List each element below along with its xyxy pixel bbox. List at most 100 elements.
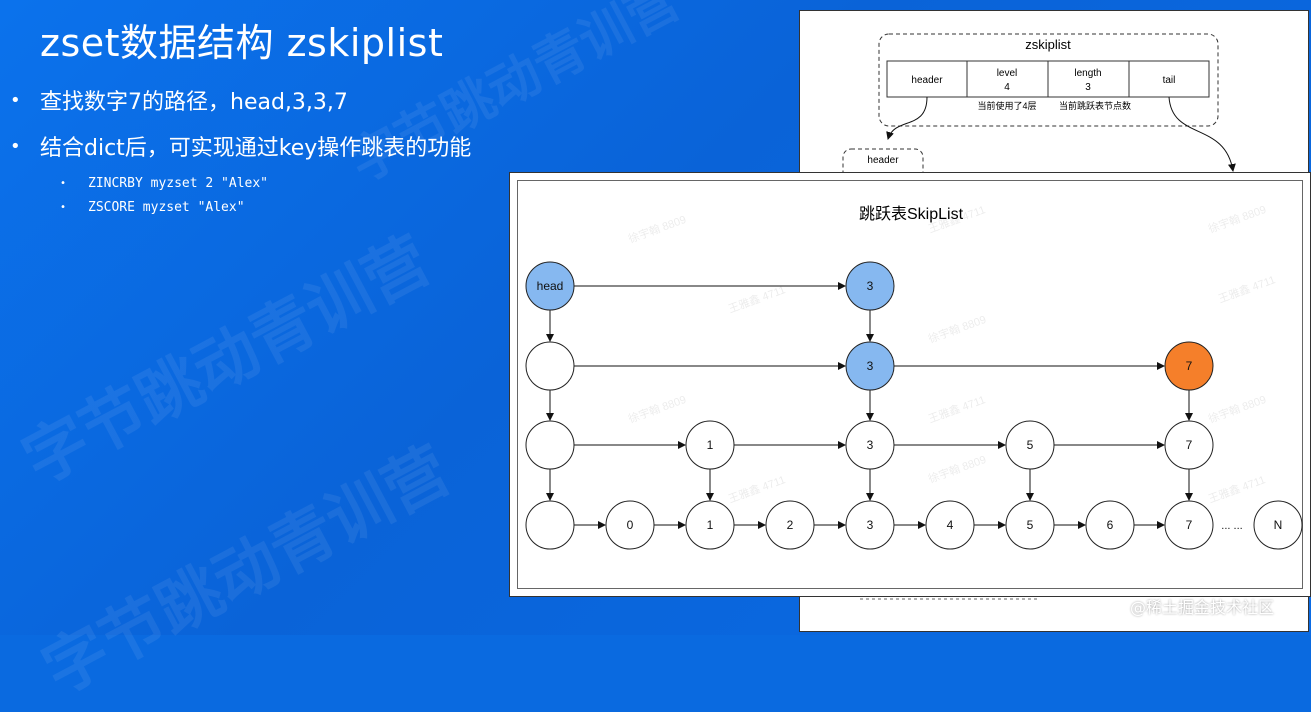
skiplist-node: head: [525, 261, 575, 311]
skiplist-node-circle: [685, 500, 735, 550]
bullet-item: • 查找数字7的路径，head,3,3,7: [10, 84, 471, 116]
tail-pointer: [1168, 96, 1236, 172]
bullet-dot-icon: •: [10, 135, 21, 157]
skiplist-node-label: 1: [707, 518, 714, 532]
field-length-value: 3: [1085, 82, 1091, 93]
skiplist-node: 7: [1164, 500, 1214, 550]
skiplist-node-circle: [1005, 500, 1055, 550]
skiplist-node: [525, 341, 575, 391]
skiplist-node-label: 3: [867, 359, 874, 373]
sub-bullet-text: ZINCRBY myzset 2 "Alex": [88, 176, 269, 191]
skiplist-node-circle: [845, 500, 895, 550]
overlay-watermark-text: 王雅鑫 4711: [1216, 272, 1277, 306]
skiplist-frame: [517, 180, 1303, 589]
skiplist-node-circle: [525, 261, 575, 311]
field-level: level: [997, 68, 1018, 79]
bullet-text: 查找数字7的路径，head,3,3,7: [40, 90, 348, 115]
skiplist-node: 3: [845, 341, 895, 391]
bullet-dot-icon: •: [60, 178, 67, 189]
overlay-watermark-text: 徐宇翰 8809: [626, 212, 688, 246]
skiplist-node: 6: [1085, 500, 1135, 550]
bullet-text: 结合dict后，可实现通过key操作跳表的功能: [40, 136, 472, 161]
overlay-watermark-text: 王雅鑫 4711: [926, 392, 987, 426]
skiplist-node: 3: [845, 500, 895, 550]
skiplist-node-circle: [1253, 500, 1303, 550]
skiplist-node-label: 3: [867, 279, 874, 293]
note-length: 当前跳跃表节点数: [1059, 100, 1131, 111]
skiplist-node-circle: [525, 341, 575, 391]
skiplist-node-label: N: [1274, 518, 1283, 532]
skiplist-node: N: [1253, 500, 1303, 550]
skiplist-node: 0: [605, 500, 655, 550]
skiplist-node-circle: [685, 420, 735, 470]
skiplist-node-label: 5: [1027, 438, 1034, 452]
sub-bullet-item: • ZSCORE myzset "Alex": [60, 200, 471, 215]
bullet-list: • 查找数字7的路径，head,3,3,7 • 结合dict后，可实现通过key…: [10, 84, 471, 224]
skiplist-node: 1: [685, 420, 735, 470]
overlay-watermark-text: 徐宇翰 8809: [926, 312, 988, 346]
skiplist-node-circle: [1164, 500, 1214, 550]
bullet-dot-icon: •: [60, 202, 67, 213]
skiplist-node-label: 4: [947, 518, 954, 532]
skiplist-node-circle: [1085, 500, 1135, 550]
header-node-label: header: [867, 155, 899, 166]
overlay-watermark-text: 徐宇翰 8809: [1206, 202, 1268, 236]
sub-bullet-text: ZSCORE myzset "Alex": [88, 200, 245, 215]
skiplist-node-circle: [1005, 420, 1055, 470]
skiplist-node: 3: [845, 420, 895, 470]
bullet-item: • 结合dict后，可实现通过key操作跳表的功能: [10, 130, 471, 162]
skiplist-node: 7: [1164, 341, 1214, 391]
skiplist-node: 7: [1164, 420, 1214, 470]
skiplist-node-circle: [1164, 341, 1214, 391]
skiplist-node-label: 3: [867, 518, 874, 532]
overlay-watermark-text: 徐宇翰 8809: [1206, 392, 1268, 426]
skiplist-node-circle: [845, 420, 895, 470]
skiplist-node: 2: [765, 500, 815, 550]
skiplist-node: 1: [685, 500, 735, 550]
skiplist-node-circle: [605, 500, 655, 550]
overlay-watermark-text: 王雅鑫 4711: [1206, 472, 1267, 506]
zskiplist-box: [878, 33, 1219, 127]
skiplist-node-circle: [925, 500, 975, 550]
overlay-watermark-text: 徐宇翰 8809: [626, 392, 688, 426]
skiplist-node-label: 1: [707, 438, 714, 452]
skiplist-node: 5: [1005, 500, 1055, 550]
bullet-dot-icon: •: [10, 89, 21, 111]
skiplist-node-label: 7: [1186, 438, 1193, 452]
overlay-watermark-text: 王雅鑫 4711: [726, 282, 787, 316]
skiplist-node-label: 6: [1107, 518, 1114, 532]
skiplist-node-label: 3: [867, 438, 874, 452]
skiplist-node: 5: [1005, 420, 1055, 470]
overlay-watermark-text: 徐宇翰 8809: [926, 452, 988, 486]
skiplist-node-circle: [845, 341, 895, 391]
skiplist-node-circle: [525, 420, 575, 470]
skiplist-node: 3: [845, 261, 895, 311]
sub-bullet-item: • ZINCRBY myzset 2 "Alex": [60, 176, 471, 191]
skiplist-node-circle: [1164, 420, 1214, 470]
skiplist-node-label: 0: [627, 518, 634, 532]
header-pointer: [886, 96, 928, 140]
skiplist-node: [525, 500, 575, 550]
field-length: length: [1074, 68, 1101, 79]
skiplist-node-label: 7: [1186, 518, 1193, 532]
field-header: header: [911, 75, 943, 86]
overlay-watermark-text: 王雅鑫 4711: [726, 472, 787, 506]
zskiplist-svg: zskiplist header level 4 length 3 tail 当…: [842, 33, 1236, 600]
skiplist-node-label: head: [537, 279, 564, 293]
note-level: 当前使用了4层: [977, 100, 1036, 111]
header-node: [842, 148, 924, 190]
skiplist-node: 4: [925, 500, 975, 550]
slide-title: zset数据结构 zskiplist: [40, 21, 444, 65]
skiplist-node-label: 7: [1186, 359, 1193, 373]
skiplist-node-label: 5: [1027, 518, 1034, 532]
zskiplist-title: zskiplist: [1025, 37, 1071, 52]
skiplist-node-label: 2: [787, 518, 794, 532]
skiplist-edges: [546, 282, 1193, 529]
field-level-value: 4: [1004, 82, 1010, 93]
skiplist-ellipsis: ... ...: [1221, 520, 1242, 532]
skiplist-node: [525, 420, 575, 470]
field-tail: tail: [1163, 75, 1176, 86]
skiplist-node-circle: [525, 500, 575, 550]
